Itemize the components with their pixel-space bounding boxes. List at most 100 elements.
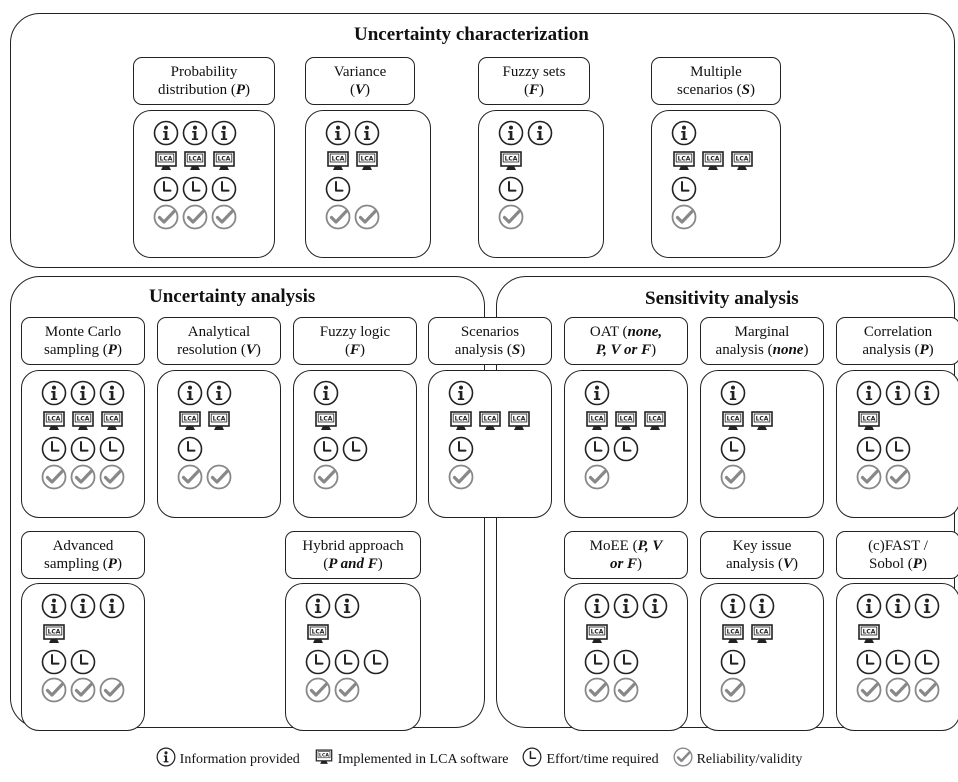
clock-icon bbox=[584, 436, 610, 467]
clock-icon bbox=[613, 436, 639, 467]
method-name-text: Correlation bbox=[863, 323, 933, 340]
icon-row-effort bbox=[498, 176, 603, 205]
check-circle-icon bbox=[99, 677, 125, 708]
lca-software-icon: LCA bbox=[313, 408, 339, 439]
svg-text:LCA: LCA bbox=[505, 155, 518, 162]
uncertainty-characterization-title: Uncertainty characterization bbox=[354, 24, 589, 45]
svg-text:LCA: LCA bbox=[160, 155, 173, 162]
icon-row-effort bbox=[177, 436, 280, 467]
svg-text:LCA: LCA bbox=[332, 155, 345, 162]
svg-text:LCA: LCA bbox=[756, 415, 769, 422]
svg-text:LCA: LCA bbox=[513, 415, 526, 422]
icon-row-info bbox=[720, 593, 823, 624]
method-type-text: or F bbox=[609, 556, 638, 572]
info-icon bbox=[41, 593, 67, 624]
svg-text:LCA: LCA bbox=[48, 628, 61, 635]
method-label-oat: OAT (none,P, V or F) bbox=[564, 317, 688, 365]
clock-icon bbox=[720, 436, 746, 467]
icon-row-info bbox=[856, 380, 958, 409]
clock-icon bbox=[211, 176, 237, 207]
info-icon bbox=[885, 593, 911, 624]
method-label-line2: or F) bbox=[610, 555, 642, 573]
svg-text:LCA: LCA bbox=[649, 415, 662, 422]
check-circle-icon bbox=[305, 677, 331, 708]
method-name-text: resolution ( bbox=[177, 342, 246, 358]
svg-text:LCA: LCA bbox=[218, 155, 231, 162]
svg-text:LCA: LCA bbox=[106, 415, 119, 422]
method-name-text: Fuzzy sets bbox=[502, 63, 566, 80]
svg-text:LCA: LCA bbox=[591, 628, 604, 635]
icon-row-lca: LCA bbox=[41, 622, 144, 650]
info-icon bbox=[584, 593, 610, 624]
clock-icon bbox=[671, 176, 697, 207]
method-label-line2: (F) bbox=[524, 81, 544, 99]
method-icons-correlation: LCA bbox=[836, 370, 958, 518]
lca-software-icon: LCA bbox=[720, 408, 746, 439]
method-name-text: ) bbox=[365, 82, 370, 98]
method-label-hybrid: Hybrid approach(P and F) bbox=[285, 531, 421, 579]
method-name-text: ) bbox=[921, 556, 927, 572]
lca-software-icon: LCA bbox=[700, 148, 726, 179]
method-label-line1: MoEE (P, V bbox=[590, 537, 663, 555]
info-icon bbox=[325, 120, 351, 151]
method-name-text: ) bbox=[377, 556, 383, 572]
lca-software-icon: LCA bbox=[613, 408, 639, 439]
icon-row-effort bbox=[305, 649, 420, 678]
icon-row-info bbox=[584, 593, 687, 624]
lca-software-icon: LCA bbox=[153, 148, 179, 179]
method-name-text: Variance bbox=[333, 63, 387, 80]
method-label-line1: Variance bbox=[334, 63, 386, 81]
check-circle-icon bbox=[885, 677, 911, 708]
info-icon bbox=[448, 380, 474, 411]
method-label-line1: Analytical bbox=[188, 323, 250, 341]
lca-software-icon: LCA bbox=[856, 408, 882, 439]
method-label-line1: Fuzzy logic bbox=[320, 323, 390, 341]
check-circle-icon bbox=[673, 747, 693, 772]
icon-row-effort bbox=[856, 436, 958, 467]
method-name-text: scenarios ( bbox=[677, 82, 742, 98]
check-circle-icon bbox=[584, 464, 610, 495]
svg-text:LCA: LCA bbox=[48, 415, 61, 422]
icon-row-reliability bbox=[325, 204, 430, 233]
svg-text:LCA: LCA bbox=[678, 155, 691, 162]
lca-software-icon: LCA bbox=[70, 408, 96, 439]
clock-icon bbox=[41, 649, 67, 680]
method-name-text: ) bbox=[793, 556, 799, 572]
method-type-text: P bbox=[919, 342, 929, 358]
check-circle-icon bbox=[498, 204, 524, 235]
method-icons-advanced-sampling: LCA bbox=[21, 583, 145, 731]
info-icon bbox=[720, 593, 746, 624]
icon-row-info bbox=[671, 120, 780, 149]
clock-icon bbox=[885, 436, 911, 467]
clock-icon bbox=[177, 436, 203, 467]
info-icon bbox=[153, 120, 179, 151]
method-name-text: ) bbox=[637, 556, 643, 572]
info-icon bbox=[206, 380, 232, 411]
icon-row-lca: LCA bbox=[313, 409, 416, 437]
info-icon bbox=[211, 120, 237, 151]
lca-software-icon: LCA bbox=[720, 621, 746, 652]
method-name-text: Monte Carlo bbox=[44, 323, 122, 340]
check-circle-icon bbox=[41, 464, 67, 495]
icon-row-info bbox=[177, 380, 280, 411]
method-type-text: F bbox=[349, 342, 360, 358]
svg-text:LCA: LCA bbox=[727, 628, 740, 635]
method-label-line1: Monte Carlo bbox=[45, 323, 121, 341]
info-icon bbox=[498, 120, 524, 151]
method-type-text: P, V or F bbox=[595, 342, 652, 358]
method-name-text: Sobol ( bbox=[869, 556, 913, 572]
icon-row-lca: LCA LCA LCA bbox=[41, 409, 144, 437]
info-icon bbox=[354, 120, 380, 151]
method-name-text: ( bbox=[523, 82, 529, 98]
uncertainty-analysis-title: Uncertainty analysis bbox=[149, 286, 316, 307]
method-label-line2: resolution (V) bbox=[177, 341, 261, 359]
lca-software-icon: LCA bbox=[305, 621, 331, 652]
clock-icon bbox=[325, 176, 351, 207]
clock-icon bbox=[153, 176, 179, 207]
